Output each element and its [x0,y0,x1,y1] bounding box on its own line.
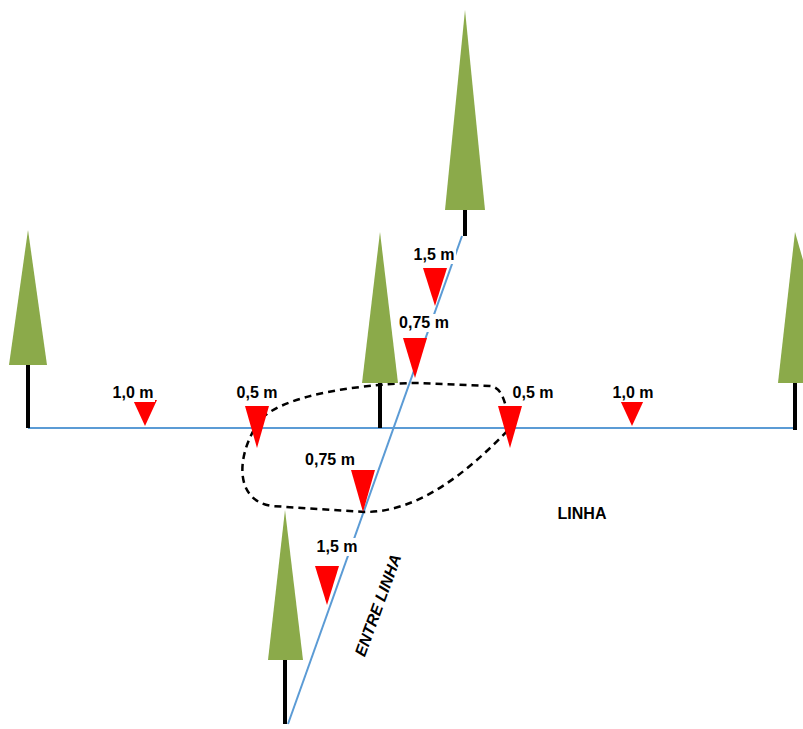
dimension-label: 0,75 m [303,451,357,469]
tree [362,232,398,428]
dimension-label: 1,5 m [315,538,360,556]
dimension-label: 0,5 m [511,384,556,402]
dashed-zone [242,383,510,512]
tree [445,10,485,236]
dimension-label: 0,5 m [235,384,280,402]
dimension-label: 1,0 m [611,384,656,402]
tree [778,232,803,430]
dimension-label: 0,75 m [397,314,451,332]
tree [268,510,303,724]
dimension-label: 1,0 m [111,384,156,402]
tree [9,230,47,428]
row-line [28,427,797,429]
dimension-label: 1,5 m [412,246,457,264]
dimension-label: LINHA [556,505,609,523]
axis-label: ENTRE LINHA [351,550,406,661]
